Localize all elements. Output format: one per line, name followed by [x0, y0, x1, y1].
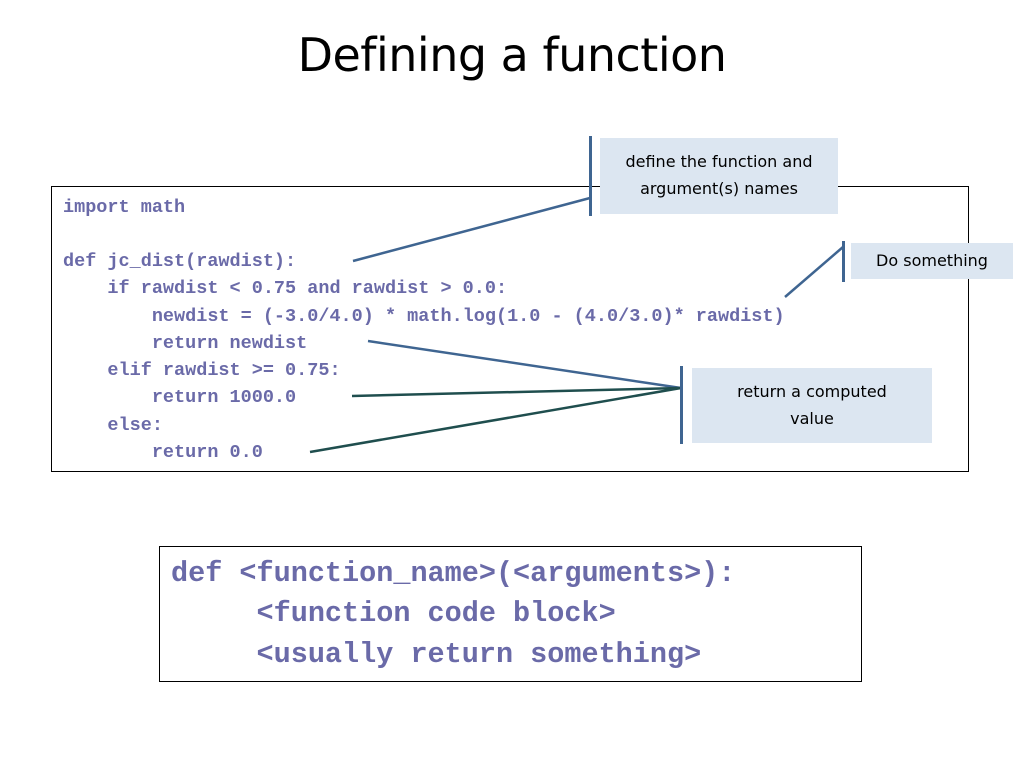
code-line: elif rawdist >= 0.75:: [63, 360, 341, 381]
callout-bar: [589, 136, 592, 216]
callout-text: argument(s) names: [640, 179, 798, 198]
callout-do-something: Do something: [851, 243, 1013, 279]
callout-define-function: define the function and argument(s) name…: [600, 138, 838, 214]
code-line: def jc_dist(rawdist):: [63, 251, 297, 272]
syntax-line: def <function_name>(<arguments>):: [171, 557, 736, 590]
callout-text: Do something: [876, 251, 988, 270]
function-syntax-box: def <function_name>(<arguments>): <funct…: [159, 546, 862, 682]
code-line: else:: [63, 415, 163, 436]
code-line: return 0.0: [63, 442, 263, 463]
code-line: if rawdist < 0.75 and rawdist > 0.0:: [63, 278, 508, 299]
code-line: return newdist: [63, 333, 308, 354]
callout-bar: [680, 366, 683, 444]
callout-bar: [842, 241, 845, 282]
callout-return-value: return a computed value: [692, 368, 932, 443]
code-line: newdist = (-3.0/4.0) * math.log(1.0 - (4…: [63, 306, 785, 327]
callout-text: define the function and: [625, 152, 813, 171]
callout-text: return a computed: [737, 382, 887, 401]
code-line: return 1000.0: [63, 387, 297, 408]
code-line: import math: [63, 197, 186, 218]
syntax-line: <usually return something>: [171, 638, 702, 671]
slide-title: Defining a function: [297, 28, 727, 82]
callout-text: value: [790, 409, 834, 428]
syntax-line: <function code block>: [171, 597, 616, 630]
